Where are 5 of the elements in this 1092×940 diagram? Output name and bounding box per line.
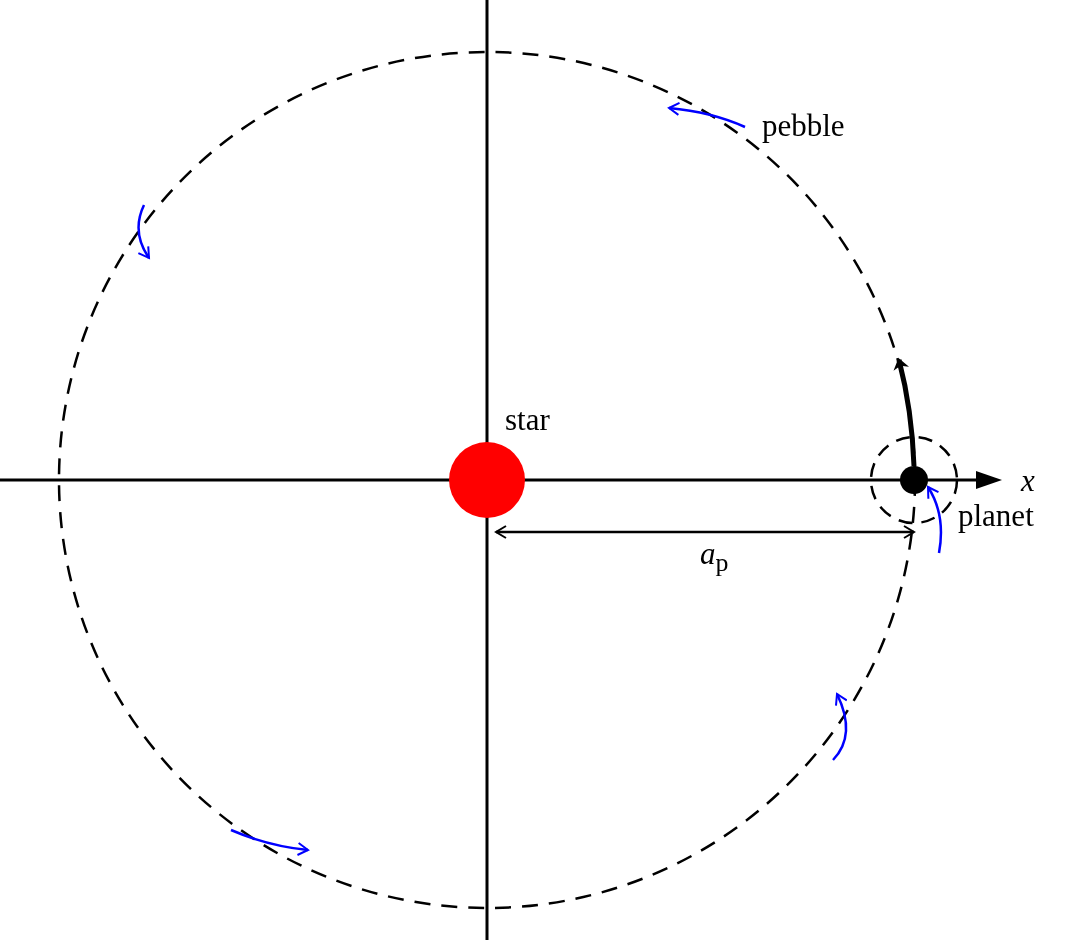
node-label: star	[505, 404, 550, 435]
axis-label: x	[1021, 465, 1035, 496]
label-text: pebble	[762, 110, 845, 141]
node-label: planet	[958, 500, 1034, 531]
dimension-label: a$_{p}$	[700, 538, 729, 576]
